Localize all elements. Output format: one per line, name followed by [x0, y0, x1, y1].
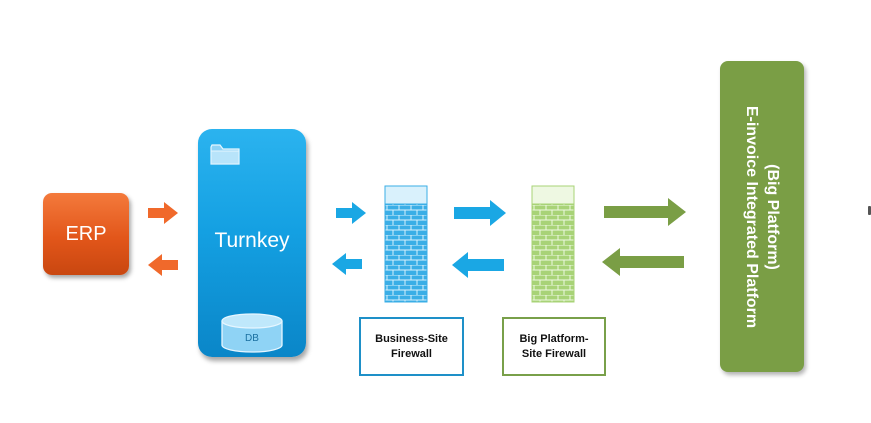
edge-mark — [868, 206, 871, 215]
e-invoice-platform-node: (Big Platform) E-invoice Integrated Plat… — [720, 61, 804, 372]
platform-to-business-firewall-arrow — [452, 252, 504, 278]
erp-to-turnkey-arrow — [148, 202, 178, 224]
turnkey-label: Turnkey — [214, 229, 290, 252]
business-firewall-label-line1: Business-Site — [375, 332, 448, 345]
business-firewall-icon — [384, 185, 428, 303]
platform-firewall-label-line1: Big Platform- — [519, 332, 589, 345]
db-label: DB — [245, 333, 259, 344]
firewall-to-platform-arrow — [604, 198, 686, 226]
erp-label: ERP — [65, 222, 107, 245]
folder-icon — [210, 144, 240, 165]
platform-firewall-label: Big Platform- Site Firewall — [502, 317, 606, 376]
turnkey-to-erp-arrow — [148, 254, 178, 276]
database-icon: DB — [221, 313, 283, 353]
platform-label-line1: (Big Platform) — [764, 163, 781, 270]
business-firewall-label-line2: Firewall — [391, 347, 432, 360]
platform-firewall-label-line2: Site Firewall — [521, 347, 587, 360]
platform-label: (Big Platform) E-invoice Integrated Plat… — [741, 67, 783, 367]
platform-label-line2: E-invoice Integrated Platform — [743, 105, 760, 328]
platform-firewall-icon — [531, 185, 575, 303]
platform-to-firewall-arrow — [602, 248, 684, 276]
business-to-platform-firewall-arrow — [454, 200, 506, 226]
firewall-to-turnkey-arrow — [332, 253, 362, 275]
erp-node: ERP — [43, 193, 129, 275]
turnkey-to-firewall-arrow — [336, 202, 366, 224]
turnkey-node: Turnkey DB — [198, 129, 306, 357]
business-firewall-label: Business-Site Firewall — [359, 317, 464, 376]
